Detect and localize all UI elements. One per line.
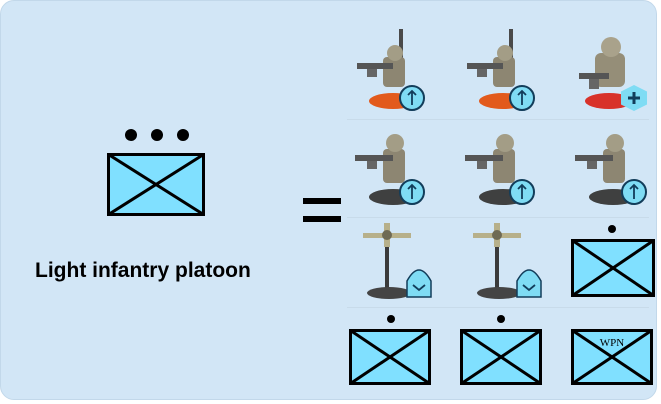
- row-divider: [347, 119, 649, 120]
- equals-sign-icon: [303, 198, 341, 224]
- infantry-squad-symbol-icon: [349, 329, 431, 385]
- up-arrow-badge-icon: [621, 179, 647, 205]
- up-arrow-badge-icon: [509, 85, 535, 111]
- infantry-squad-symbol-icon: [571, 239, 655, 297]
- platoon-infantry-symbol-icon: [107, 153, 205, 216]
- up-arrow-badge-icon: [509, 179, 535, 205]
- platoon-echelon-dots: [125, 129, 189, 143]
- echelon-dot: [125, 129, 137, 141]
- weapons-squad-symbol-icon: [571, 329, 653, 385]
- row-divider: [347, 217, 649, 218]
- weapons-squad-symbol: WPN: [571, 329, 653, 385]
- platoon-label: Light infantry platoon: [35, 259, 251, 282]
- weapons-squad-label: WPN: [599, 337, 625, 349]
- medic-figure-icon: [579, 37, 633, 109]
- drone-figure-icon: [363, 223, 432, 299]
- echelon-dot: [151, 129, 163, 141]
- rifleman-figure-icon: [357, 29, 417, 109]
- echelon-dot: [177, 129, 189, 141]
- rifleman-figure-icon: [465, 134, 527, 205]
- infantry-squad-symbol-icon: [460, 329, 542, 385]
- row-divider: [347, 307, 649, 308]
- squad-echelon-dot: [387, 315, 395, 323]
- up-arrow-badge-icon: [399, 85, 425, 111]
- up-arrow-badge-icon: [399, 179, 425, 205]
- squad-echelon-dot: [497, 315, 505, 323]
- squad-echelon-dot: [608, 225, 616, 233]
- drone-figure-icon: [473, 223, 542, 299]
